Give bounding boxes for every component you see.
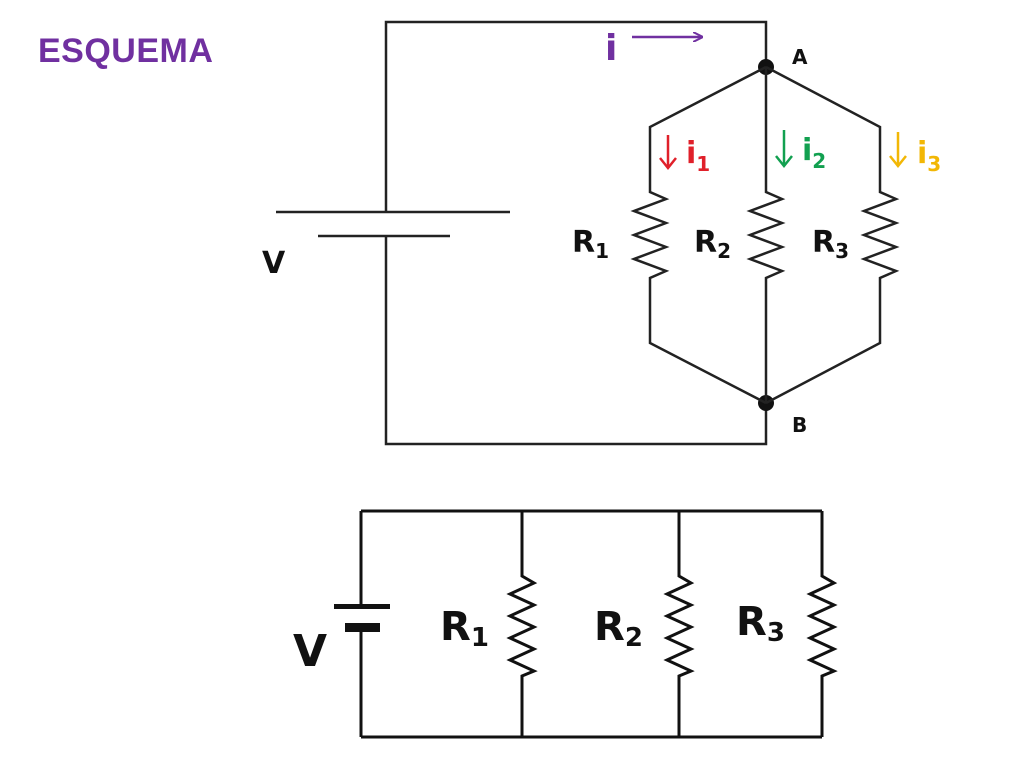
resistor-r2-label: R2 xyxy=(694,225,731,263)
bottom-source-label: V xyxy=(293,626,327,677)
current-total-label: i xyxy=(605,28,617,69)
bottom-battery-short-plate xyxy=(345,623,380,632)
branch-1-top-wire xyxy=(648,65,767,185)
resistor-r3-label: R3 xyxy=(812,225,849,263)
current-i1: i1 xyxy=(659,135,710,176)
bottom-resistor-r3-label: R3 xyxy=(736,599,785,648)
top-circuit: V A B i R1 R2 R3 i1 xyxy=(262,20,941,446)
resistor-r1-label: R1 xyxy=(572,225,609,263)
resistor-r2-zigzag xyxy=(746,185,786,285)
bottom-circuit: V R1 R2 R3 xyxy=(293,509,838,739)
bottom-resistor-r2-label: R2 xyxy=(594,604,643,653)
branch-1-bottom-wire xyxy=(648,285,767,405)
current-i2-arrowhead xyxy=(775,155,793,169)
node-b-label: B xyxy=(792,413,807,437)
node-a-label: A xyxy=(792,45,808,69)
bottom-battery-long-plate xyxy=(334,604,390,609)
source-label: V xyxy=(262,246,286,281)
current-i2-label: i2 xyxy=(802,133,826,173)
bottom-resistor-r1-label: R1 xyxy=(440,604,489,653)
bottom-resistor-r1-zigzag xyxy=(506,570,538,682)
current-i3: i3 xyxy=(889,132,941,176)
top-wire-bottom xyxy=(384,236,768,446)
current-i3-label: i3 xyxy=(917,136,941,176)
current-i1-arrowhead xyxy=(659,157,677,171)
resistor-r1-zigzag xyxy=(630,185,670,285)
current-i2: i2 xyxy=(775,130,826,173)
top-wire-left xyxy=(384,20,768,212)
current-i1-label: i1 xyxy=(686,136,710,176)
bottom-resistor-r2-zigzag xyxy=(663,570,695,682)
page-title: ESQUEMA xyxy=(38,32,214,70)
branch-3-top-wire xyxy=(765,65,882,185)
branch-3-bottom-wire xyxy=(765,285,882,405)
resistor-r3-zigzag xyxy=(860,185,900,285)
bottom-resistor-r3-zigzag xyxy=(806,570,838,682)
current-i3-arrowhead xyxy=(889,155,907,169)
